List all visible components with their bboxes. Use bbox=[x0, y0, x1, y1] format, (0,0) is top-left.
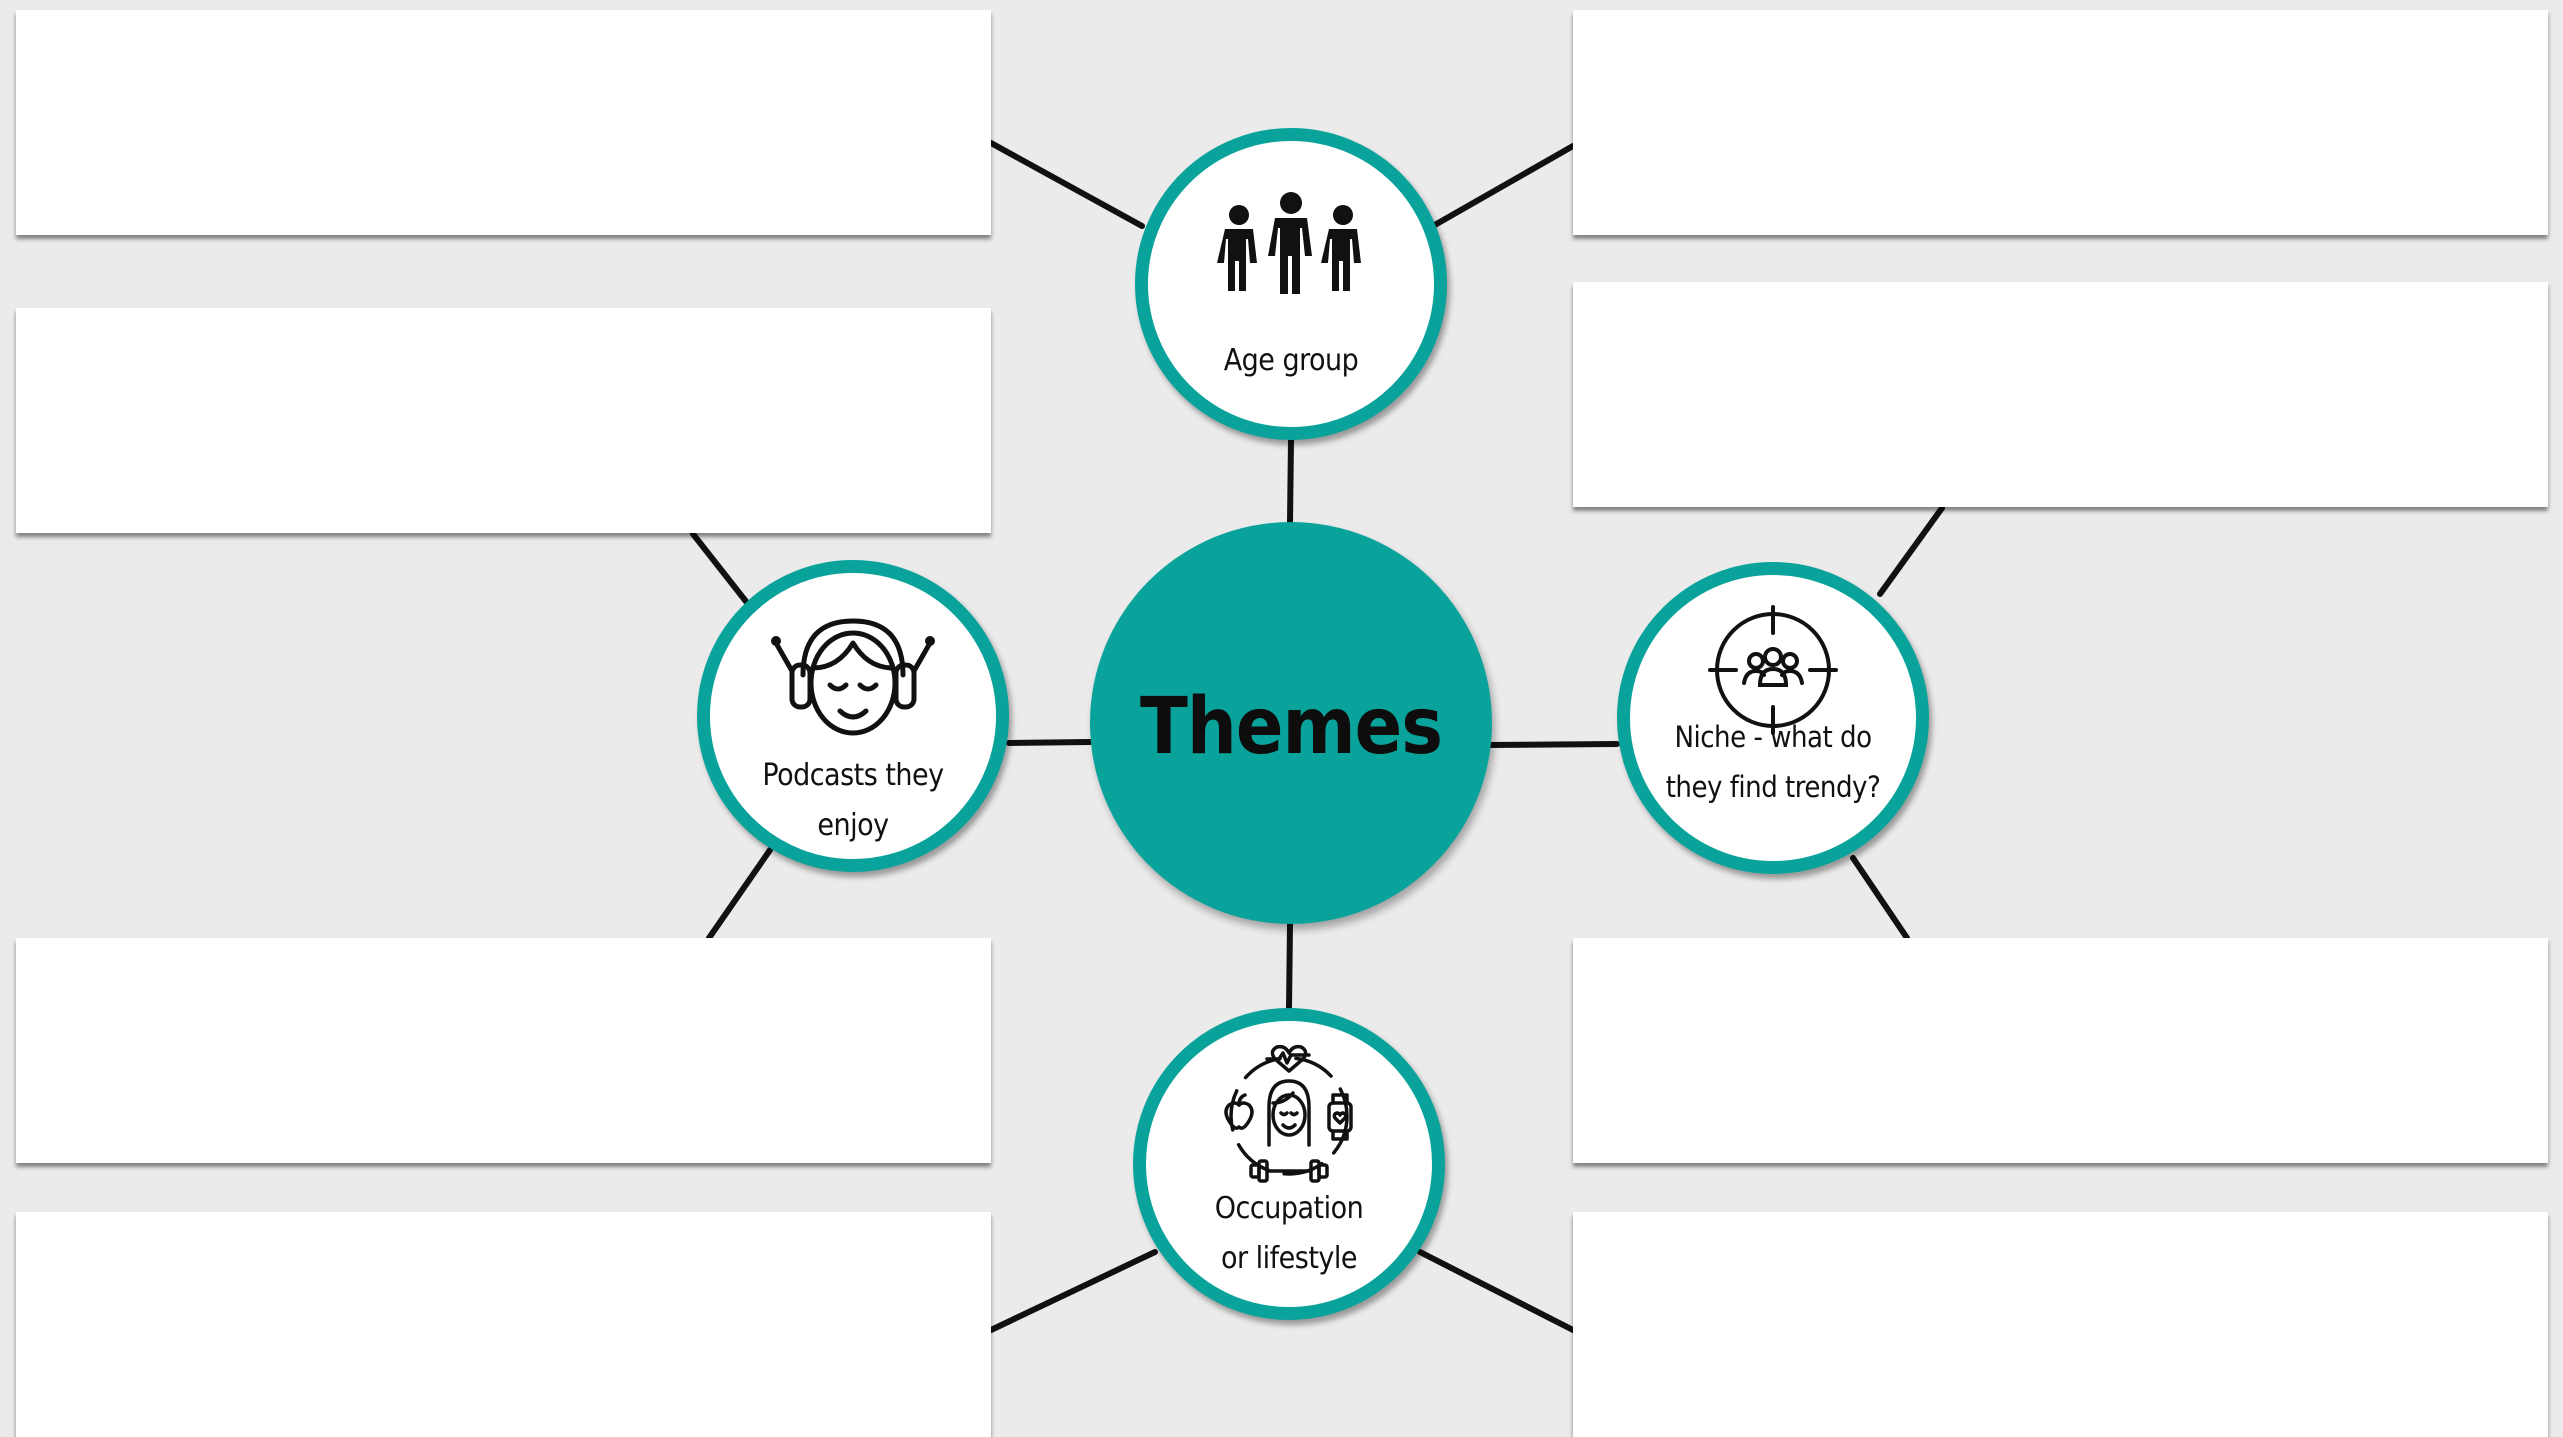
theme-label-occupation: Occupation or lifestyle bbox=[1214, 1191, 1364, 1276]
note-box-top-left-2[interactable] bbox=[16, 308, 991, 533]
connector-podcast-note-tl2 bbox=[690, 531, 751, 607]
connector-niche-note-tr2 bbox=[1877, 505, 1945, 597]
note-box-top-right-2[interactable] bbox=[1573, 282, 2548, 507]
center-node[interactable]: Themes bbox=[1090, 522, 1492, 924]
note-box-top-right-1[interactable] bbox=[1573, 10, 2548, 235]
headphones-person-icon bbox=[768, 613, 938, 747]
connector-podcast-note-bl1 bbox=[706, 847, 773, 941]
note-box-bottom-left-2[interactable] bbox=[16, 1212, 991, 1437]
connector-center-age bbox=[1287, 437, 1294, 525]
theme-bubble-podcasts[interactable]: Podcasts they enjoy bbox=[697, 560, 1009, 872]
note-box-bottom-right-1[interactable] bbox=[1573, 938, 2548, 1163]
theme-label-podcasts: Podcasts they enjoy bbox=[762, 758, 944, 843]
connector-center-podcast bbox=[1006, 739, 1093, 746]
target-group-icon bbox=[1708, 605, 1838, 739]
note-box-bottom-right-2[interactable] bbox=[1573, 1212, 2548, 1437]
connector-center-occupation bbox=[1286, 921, 1293, 1011]
connector-age-note-tl1 bbox=[988, 140, 1145, 229]
theme-bubble-niche[interactable]: Niche - what do they find trendy? bbox=[1617, 562, 1929, 874]
theme-label-age-group: Age group bbox=[1223, 343, 1359, 378]
note-box-top-left-1[interactable] bbox=[16, 10, 991, 235]
connector-niche-note-br1 bbox=[1850, 855, 1910, 941]
connector-age-note-tr1 bbox=[1430, 143, 1576, 229]
connector-occupation-note-br2 bbox=[1417, 1249, 1576, 1333]
family-group-icon bbox=[1211, 191, 1371, 305]
healthy-lifestyle-icon bbox=[1209, 1041, 1369, 1195]
theme-bubble-occupation[interactable]: Occupation or lifestyle bbox=[1133, 1008, 1445, 1320]
connector-occupation-note-bl2 bbox=[988, 1249, 1158, 1333]
connector-center-niche bbox=[1484, 741, 1620, 748]
theme-label-niche: Niche - what do they find trendy? bbox=[1665, 720, 1881, 804]
theme-bubble-age-group[interactable]: Age group bbox=[1135, 128, 1447, 440]
center-title: Themes bbox=[1140, 682, 1443, 772]
note-box-bottom-left-1[interactable] bbox=[16, 938, 991, 1163]
